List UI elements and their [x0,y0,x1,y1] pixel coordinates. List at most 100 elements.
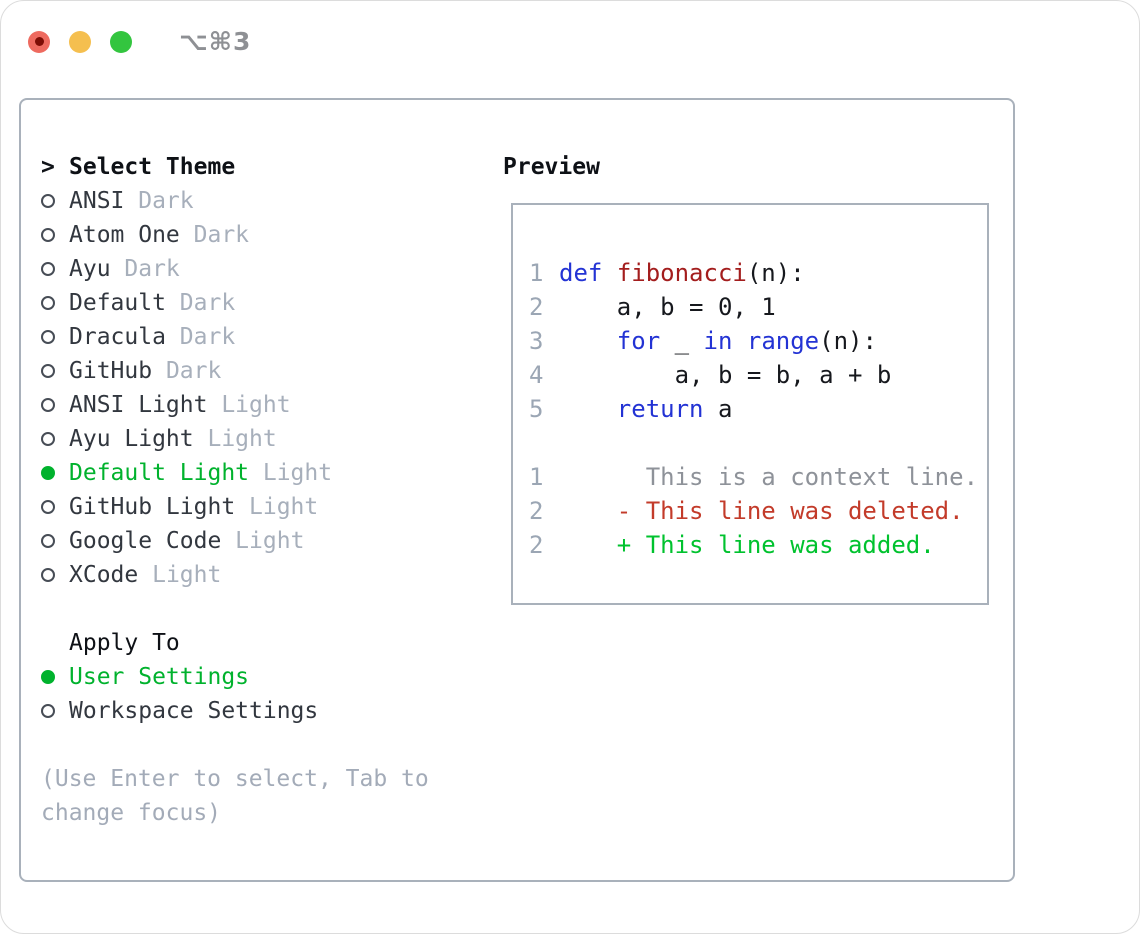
theme-variant-label: Light [207,392,291,418]
preview-title: Preview [503,154,600,180]
radio-icon [41,262,69,276]
line-text: This is a context line. [559,463,979,491]
theme-option-github-dark[interactable]: GitHub Dark [41,354,503,388]
line-text: + This line was added. [616,531,935,559]
radio-selected-icon [41,466,69,480]
theme-variant-label: Dark [179,222,250,248]
zoom-button[interactable] [110,30,132,53]
line-text: a, b = 0, 1 [559,293,776,321]
radio-icon [41,398,69,412]
code-line: 2 a, b = 0, 1 [529,290,987,324]
diff-line: 1 This is a context line. [529,460,987,494]
theme-variant-label: Light [235,494,319,520]
apply-option-label: User Settings [69,664,250,690]
theme-option-label: XCode [69,562,139,588]
theme-option-label: GitHub [69,358,153,384]
line-text: for _ in range(n): [616,327,877,355]
line-number: 3 [529,327,558,355]
line-text: a, b = b, a + b [559,361,892,389]
theme-option-ansi-light-light[interactable]: ANSI Light Light [41,388,503,422]
apply-option-label: Workspace Settings [69,698,319,724]
spacer [41,728,503,762]
theme-option-label: Atom One [69,222,180,248]
code-line: 1 def fibonacci(n): [529,256,987,290]
radio-icon [41,330,69,344]
theme-variant-label: Dark [124,188,194,214]
radio-icon [41,194,69,208]
theme-variant-label: Dark [165,290,236,316]
diff-line: 2 + This line was added. [529,528,987,562]
apply-to-title: Apply To [69,630,180,656]
radio-icon [41,568,69,582]
theme-option-default-dark[interactable]: Default Dark [41,286,503,320]
theme-option-label: Ayu Light [69,426,194,452]
code-line: 4 a, b = b, a + b [529,358,987,392]
theme-variant-label: Light [221,528,305,554]
theme-option-label: Ayu [69,256,111,282]
focus-chevron-icon: > [41,154,55,180]
apply-to-header-row: Apply To [41,626,503,660]
theme-option-ansi-dark[interactable]: ANSI Dark [41,184,503,218]
preview-header-row: Preview [503,150,1013,184]
theme-option-label: Default Light [69,460,250,486]
line-number: 1 [529,259,558,287]
line-text: def fibonacci(n): [559,259,805,287]
diff-line: 2 - This line was deleted. [529,494,987,528]
radio-icon [41,500,69,514]
radio-icon [41,432,69,446]
line-number: 2 [529,531,558,559]
theme-option-google-code-light[interactable]: Google Code Light [41,524,503,558]
line-text: - This line was deleted. [616,497,964,525]
theme-option-xcode-light[interactable]: XCode Light [41,558,503,592]
theme-variant-label: Light [249,460,333,486]
theme-option-ayu-dark[interactable]: Ayu Dark [41,252,503,286]
radio-icon [41,364,69,378]
theme-option-label: Google Code [69,528,222,554]
theme-option-label: ANSI Light [69,392,208,418]
line-number: 2 [529,497,558,525]
theme-option-label: GitHub Light [69,494,236,520]
window-title: ⌥⌘3 [179,27,252,56]
diff-sample: 1 This is a context line.2 - This line w… [529,460,987,562]
line-number: 2 [529,293,558,321]
theme-option-ayu-light-light[interactable]: Ayu Light Light [41,422,503,456]
line-text: return a [616,395,733,423]
theme-panel-header-row: > Select Theme [41,150,503,184]
theme-option-default-light-light[interactable]: Default Light Light [41,456,503,490]
theme-option-label: ANSI [69,188,125,214]
theme-option-dracula-dark[interactable]: Dracula Dark [41,320,503,354]
line-number: 4 [529,361,558,389]
theme-variant-label: Dark [152,358,222,384]
spacer [41,592,503,626]
line-number: 5 [529,395,558,423]
theme-variant-label: Dark [165,324,236,350]
theme-option-github-light-light[interactable]: GitHub Light Light [41,490,503,524]
apply-option-user-settings[interactable]: User Settings [41,660,503,694]
code-line: 5 return a [529,392,987,426]
theme-variant-label: Light [138,562,222,588]
line-number: 1 [529,463,558,491]
theme-panel-title: Select Theme [69,154,236,180]
theme-option-atom-one-dark[interactable]: Atom One Dark [41,218,503,252]
theme-option-label: Dracula [69,324,166,350]
apply-option-workspace-settings[interactable]: Workspace Settings [41,694,503,728]
keyboard-hint: (Use Enter to select, Tab to change focu… [41,766,429,826]
close-button[interactable] [28,30,50,53]
minimize-button[interactable] [69,30,91,53]
window-titlebar: ⌥⌘3 [28,27,251,56]
radio-icon [41,228,69,242]
theme-option-label: Default [69,290,166,316]
preview-panel: Preview 1 def fibonacci(n):2 a, b = 0, 1… [503,150,1013,880]
theme-variant-label: Dark [110,256,180,282]
radio-icon [41,296,69,310]
radio-icon [41,704,69,718]
theme-variant-label: Light [193,426,277,452]
radio-selected-icon [41,670,69,684]
